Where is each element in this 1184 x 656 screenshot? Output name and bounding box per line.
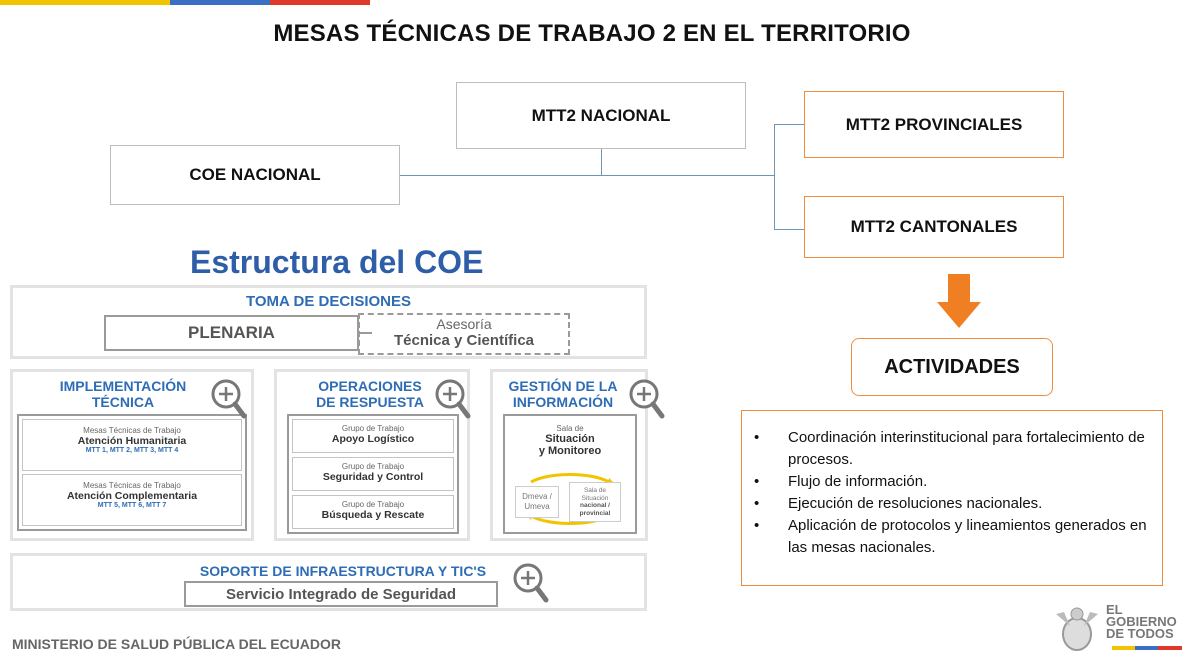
operaciones-groups: Grupo de Trabajo Apoyo Logístico Grupo d… (287, 414, 459, 534)
asesoria-line2: Técnica y Científica (393, 332, 535, 349)
mtt2-provinciales-box: MTT2 PROVINCIALES (804, 91, 1064, 158)
down-arrow-icon (937, 274, 981, 328)
footer-ministry: MINISTERIO DE SALUD PÚBLICA DEL ECUADOR (12, 636, 342, 652)
list-item: •Aplicación de protocolos y lineamientos… (754, 517, 1147, 556)
connector-to-provinciales (774, 124, 804, 125)
group-atencion-humanitaria: Mesas Técnicas de Trabajo Atención Human… (22, 419, 242, 471)
implementacion-heading: IMPLEMENTACIÓN TÉCNICA (59, 378, 187, 410)
group-seguridad-control: Grupo de Trabajo Seguridad y Control (292, 457, 454, 491)
servicio-integrado-label: Servicio Integrado de Seguridad (225, 585, 457, 603)
list-item: •Flujo de información. (754, 473, 928, 490)
toma-decisiones-heading: TOMA DE DECISIONES (245, 293, 412, 310)
sala-nacional-box: Sala de Situación nacional / provincial (569, 482, 621, 522)
connector-to-cantonales (774, 229, 804, 230)
magnifier-plus-icon (629, 379, 665, 419)
actividades-box: ACTIVIDADES (851, 338, 1053, 396)
group-busqueda-rescate: Grupo de Trabajo Búsqueda y Rescate (292, 495, 454, 529)
magnifier-plus-icon (435, 379, 471, 419)
implementacion-groups: Mesas Técnicas de Trabajo Atención Human… (17, 414, 247, 531)
connector-nacional-down (601, 148, 602, 176)
plenaria-box: PLENARIA (104, 315, 359, 351)
page-title: MESAS TÉCNICAS DE TRABAJO 2 EN EL TERRIT… (273, 20, 911, 47)
implementacion-panel: IMPLEMENTACIÓN TÉCNICA Mesas Técnicas de… (10, 369, 254, 541)
group-atencion-complementaria: Mesas Técnicas de Trabajo Atención Compl… (22, 474, 242, 526)
toma-decisiones-panel: TOMA DE DECISIONES PLENARIA Asesoría Téc… (10, 285, 647, 359)
list-item: •Ejecución de resoluciones nacionales. (754, 495, 1043, 512)
asesoria-line1: Asesoría (436, 316, 492, 332)
operaciones-heading: OPERACIONES DE RESPUESTA (316, 378, 424, 410)
list-item: •Coordinación interinstitucional para fo… (754, 429, 1145, 468)
magnifier-plus-icon (513, 563, 549, 603)
plenaria-label: PLENARIA (188, 323, 275, 342)
soporte-heading: SOPORTE DE INFRAESTRUCTURA Y TIC'S (199, 563, 487, 579)
soporte-panel: SOPORTE DE INFRAESTRUCTURA Y TIC'S Servi… (10, 553, 647, 611)
coe-structure-title: Estructura del COE (190, 244, 484, 280)
sala-situacion-box: Sala de Situación y Monitoreo Dmeva / Um… (503, 414, 637, 534)
coat-of-arms-icon (1056, 607, 1098, 651)
gestion-panel: GESTIÓN DE LA INFORMACIÓN Sala de Situac… (490, 369, 648, 541)
plenaria-connector (359, 332, 372, 334)
connector-horizontal (398, 175, 775, 176)
mtt2-cantonales-box: MTT2 CANTONALES (804, 196, 1064, 258)
mtt2-nacional-box: MTT2 NACIONAL (456, 82, 746, 149)
group-apoyo-logistico: Grupo de Trabajo Apoyo Logístico (292, 419, 454, 453)
logo-text: EL GOBIERNO DE TODOS (1106, 602, 1177, 641)
connector-vertical-branch (774, 124, 775, 230)
asesoria-box: Asesoría Técnica y Científica (358, 313, 570, 355)
activities-list: •Coordinación interinstitucional para fo… (742, 427, 1148, 559)
activities-panel: •Coordinación interinstitucional para fo… (741, 410, 1163, 586)
gestion-heading: GESTIÓN DE LA INFORMACIÓN (508, 378, 618, 410)
gobierno-logo: EL GOBIERNO DE TODOS (1052, 602, 1182, 656)
dmeva-box: Dmeva / Umeva (515, 486, 559, 518)
magnifier-plus-icon (211, 379, 247, 419)
coe-nacional-box: COE NACIONAL (110, 145, 400, 205)
logo-color-bar (1112, 646, 1182, 650)
servicio-integrado-box: Servicio Integrado de Seguridad (184, 581, 498, 607)
